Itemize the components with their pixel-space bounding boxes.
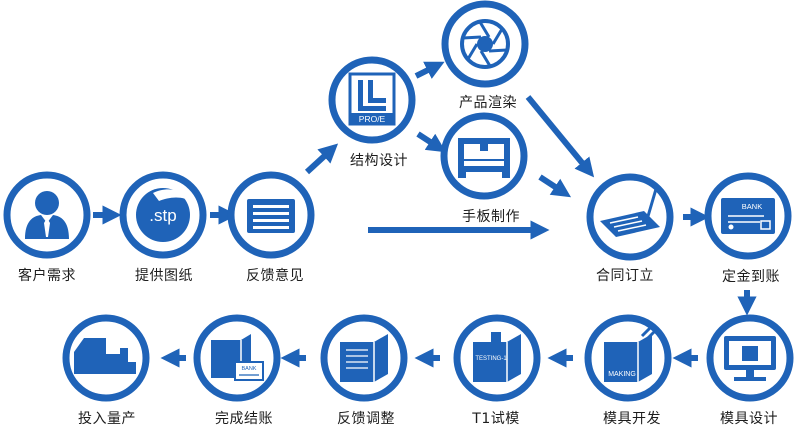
step-mold-design [706,314,794,402]
label-adjust: 反馈调整 [337,411,395,427]
arrow-structure-to-render [414,61,445,79]
label-feedback: 反馈意见 [246,268,304,284]
bank-card-text: BANK [742,202,762,211]
arrow-structure-to-prototype [416,131,447,153]
step-settlement: BANK [193,314,281,402]
label-mold-design: 模具设计 [720,411,778,427]
label-t1-trial: T1试模 [472,411,520,427]
making-text: MAKING [608,371,636,378]
label-provide-drawings: 提供图纸 [135,268,193,284]
settlement-bank-text: BANK [242,366,257,372]
arrow-feedback-to-structure [304,143,339,175]
step-deposit: BANK [704,172,792,260]
stp-text: .stp [149,206,176,225]
aperture-icon [460,19,510,69]
document-lines-icon [247,199,295,233]
mold-bank-icon: BANK [211,334,264,381]
proe-text: PRO/E [359,114,386,124]
mold-block-icon [340,334,388,382]
testing-text: TESTING-1 [475,356,507,362]
step-prototype [440,112,528,200]
3d-printer-icon [458,138,510,178]
label-settlement: 完成结账 [215,411,273,427]
label-mass-production: 投入量产 [78,411,136,427]
step-provide-drawings: .stp [119,171,207,259]
label-customer-demand: 客户需求 [18,268,76,284]
arrow-render-to-contract [525,95,595,178]
label-structure-design: 结构设计 [350,153,408,169]
label-contract: 合同订立 [596,268,654,284]
user-icon [25,191,69,239]
label-deposit: 定金到账 [722,269,780,285]
proe-logo-icon: PRO/E [348,72,396,126]
mold-making-icon: MAKING [604,326,656,382]
step-product-render [441,0,529,88]
step-mold-making: MAKING [584,314,672,402]
step-customer-demand [3,171,91,259]
production-machine-icon [74,338,136,374]
bank-card-icon: BANK [721,198,775,234]
step-contract [586,173,674,261]
mold-testing-icon: TESTING-1 [473,332,521,382]
label-product-render: 产品渲染 [459,95,517,111]
step-t1-trial: TESTING-1 [453,314,541,402]
step-mass-production [62,314,150,402]
stp-file-icon: .stp [136,188,193,242]
monitor-icon [724,336,776,381]
step-adjust [320,314,408,402]
contract-signing-icon [600,188,660,237]
step-feedback [227,171,315,259]
arrow-prototype-to-contract [538,174,572,198]
label-mold-making: 模具开发 [603,411,661,427]
label-prototype: 手板制作 [462,209,520,225]
flow-arrows [93,61,757,368]
step-structure-design: PRO/E [328,56,416,144]
